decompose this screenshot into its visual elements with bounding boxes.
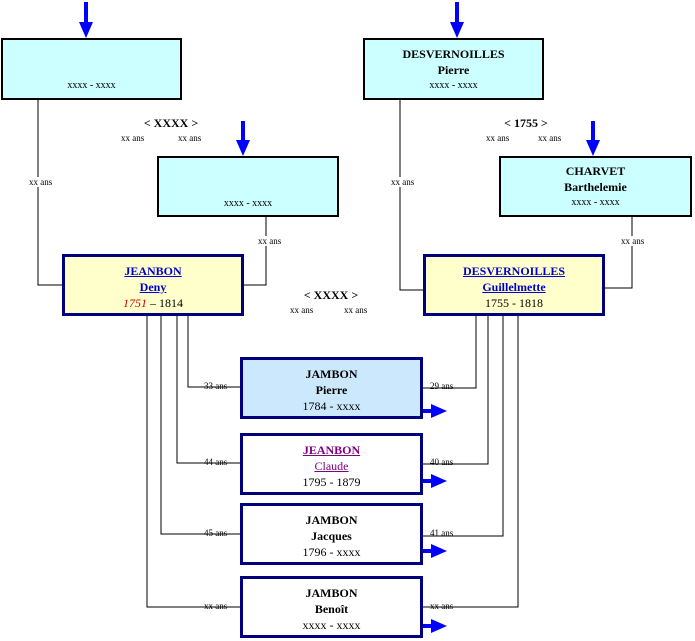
maternal-grandfather-box[interactable]: DESVERNOILLES Pierre xxxx - xxxx bbox=[363, 38, 544, 100]
mother-box[interactable]: DESVERNOILLES Guillelmette 1755 - 1818 bbox=[423, 254, 605, 316]
date-separator: – bbox=[147, 296, 159, 310]
child-box[interactable]: JAMBON Pierre 1784 - xxxx bbox=[240, 357, 423, 419]
father-box[interactable]: JEANBON Deny 1751 – 1814 bbox=[62, 254, 244, 316]
mother-age-label: 41 ans bbox=[430, 528, 454, 538]
mother-age-label: 40 ans bbox=[430, 457, 454, 467]
person-dates: 1796 - xxxx bbox=[302, 545, 361, 559]
death-year: 1814 bbox=[159, 296, 183, 310]
person-dates: xxxx - xxxx bbox=[223, 198, 273, 209]
person-dates: 1784 - xxxx bbox=[302, 399, 361, 413]
person-firstname-link[interactable]: Deny bbox=[139, 280, 167, 294]
marriage-age-left: xx ans bbox=[290, 305, 314, 315]
grandmother-age-label: xx ans bbox=[621, 236, 645, 246]
grandfather-age-label: xx ans bbox=[29, 177, 53, 187]
person-dates: xxxx - xxxx bbox=[429, 80, 478, 91]
person-firstname: Pierre bbox=[315, 383, 348, 397]
child-box[interactable]: JAMBON Jacques 1796 - xxxx bbox=[240, 503, 423, 565]
person-dates: xxxx - xxxx bbox=[67, 80, 116, 91]
person-firstname-link[interactable]: Guillelmette bbox=[482, 280, 546, 294]
down-arrow-icon[interactable] bbox=[236, 121, 250, 156]
person-dates: xxxx - xxxx bbox=[571, 197, 620, 208]
right-arrow-icon[interactable] bbox=[423, 619, 447, 633]
paternal-grandmother-box[interactable]: xxxx - xxxx bbox=[157, 156, 339, 217]
person-surname-link[interactable]: JEANBON bbox=[124, 264, 182, 278]
person-firstname: Pierre bbox=[437, 63, 470, 77]
person-surname bbox=[3, 46, 180, 62]
right-arrow-icon[interactable] bbox=[423, 404, 447, 418]
father-age-label: 45 ans bbox=[204, 528, 228, 538]
mother-age-label: 29 ans bbox=[430, 381, 454, 391]
parents-marriage-year: < XXXX > bbox=[303, 288, 359, 302]
person-firstname: Barthelemie bbox=[564, 180, 627, 194]
person-firstname bbox=[3, 62, 180, 78]
paternal-grandfather-box[interactable]: xxxx - xxxx bbox=[1, 38, 182, 100]
person-surname-link[interactable]: DESVERNOILLES bbox=[462, 264, 566, 278]
person-surname: CHARVET bbox=[565, 164, 626, 178]
person-firstname: Benoît bbox=[314, 602, 349, 616]
down-arrow-icon[interactable] bbox=[586, 121, 600, 156]
marriage-year-left: < XXXX > bbox=[143, 116, 199, 130]
birth-year: 1751 bbox=[123, 296, 147, 310]
right-arrow-icon[interactable] bbox=[423, 544, 447, 558]
maternal-grandmother-box[interactable]: CHARVET Barthelemie xxxx - xxxx bbox=[499, 156, 692, 217]
person-firstname-link[interactable]: Claude bbox=[314, 459, 349, 473]
person-dates: 1795 - 1879 bbox=[302, 475, 361, 489]
child-box[interactable]: JAMBON Benoît xxxx - xxxx bbox=[240, 576, 423, 638]
marriage-age-right: xx ans bbox=[178, 133, 202, 143]
down-arrow-icon[interactable] bbox=[79, 2, 93, 38]
person-dates: 1755 - 1818 bbox=[485, 296, 543, 310]
father-age-label: xx ans bbox=[204, 601, 228, 611]
mother-age-label: xx ans bbox=[430, 601, 454, 611]
down-arrow-icon[interactable] bbox=[450, 2, 464, 38]
marriage-age-left: xx ans bbox=[486, 133, 510, 143]
grandmother-age-label: xx ans bbox=[258, 236, 282, 246]
grandfather-age-label: xx ans bbox=[391, 177, 415, 187]
marriage-age-left: xx ans bbox=[121, 133, 145, 143]
father-age-label: 33 ans bbox=[204, 381, 228, 391]
father-age-label: 44 ans bbox=[204, 457, 228, 467]
marriage-age-right: xx ans bbox=[538, 133, 562, 143]
person-surname: DESVERNOILLES bbox=[402, 47, 505, 61]
person-surname: JAMBON bbox=[305, 367, 358, 381]
person-surname: JAMBON bbox=[305, 586, 358, 600]
person-firstname bbox=[159, 180, 337, 196]
marriage-year-right: < 1755 > bbox=[504, 116, 548, 130]
child-box[interactable]: JEANBON Claude 1795 - 1879 bbox=[240, 433, 423, 495]
marriage-age-right: xx ans bbox=[344, 305, 368, 315]
person-dates: xxxx - xxxx bbox=[302, 618, 361, 632]
person-surname bbox=[159, 164, 337, 180]
person-surname: JAMBON bbox=[305, 513, 358, 527]
person-firstname: Jacques bbox=[311, 529, 352, 543]
person-surname-link[interactable]: JEANBON bbox=[302, 443, 361, 457]
right-arrow-icon[interactable] bbox=[423, 474, 447, 488]
